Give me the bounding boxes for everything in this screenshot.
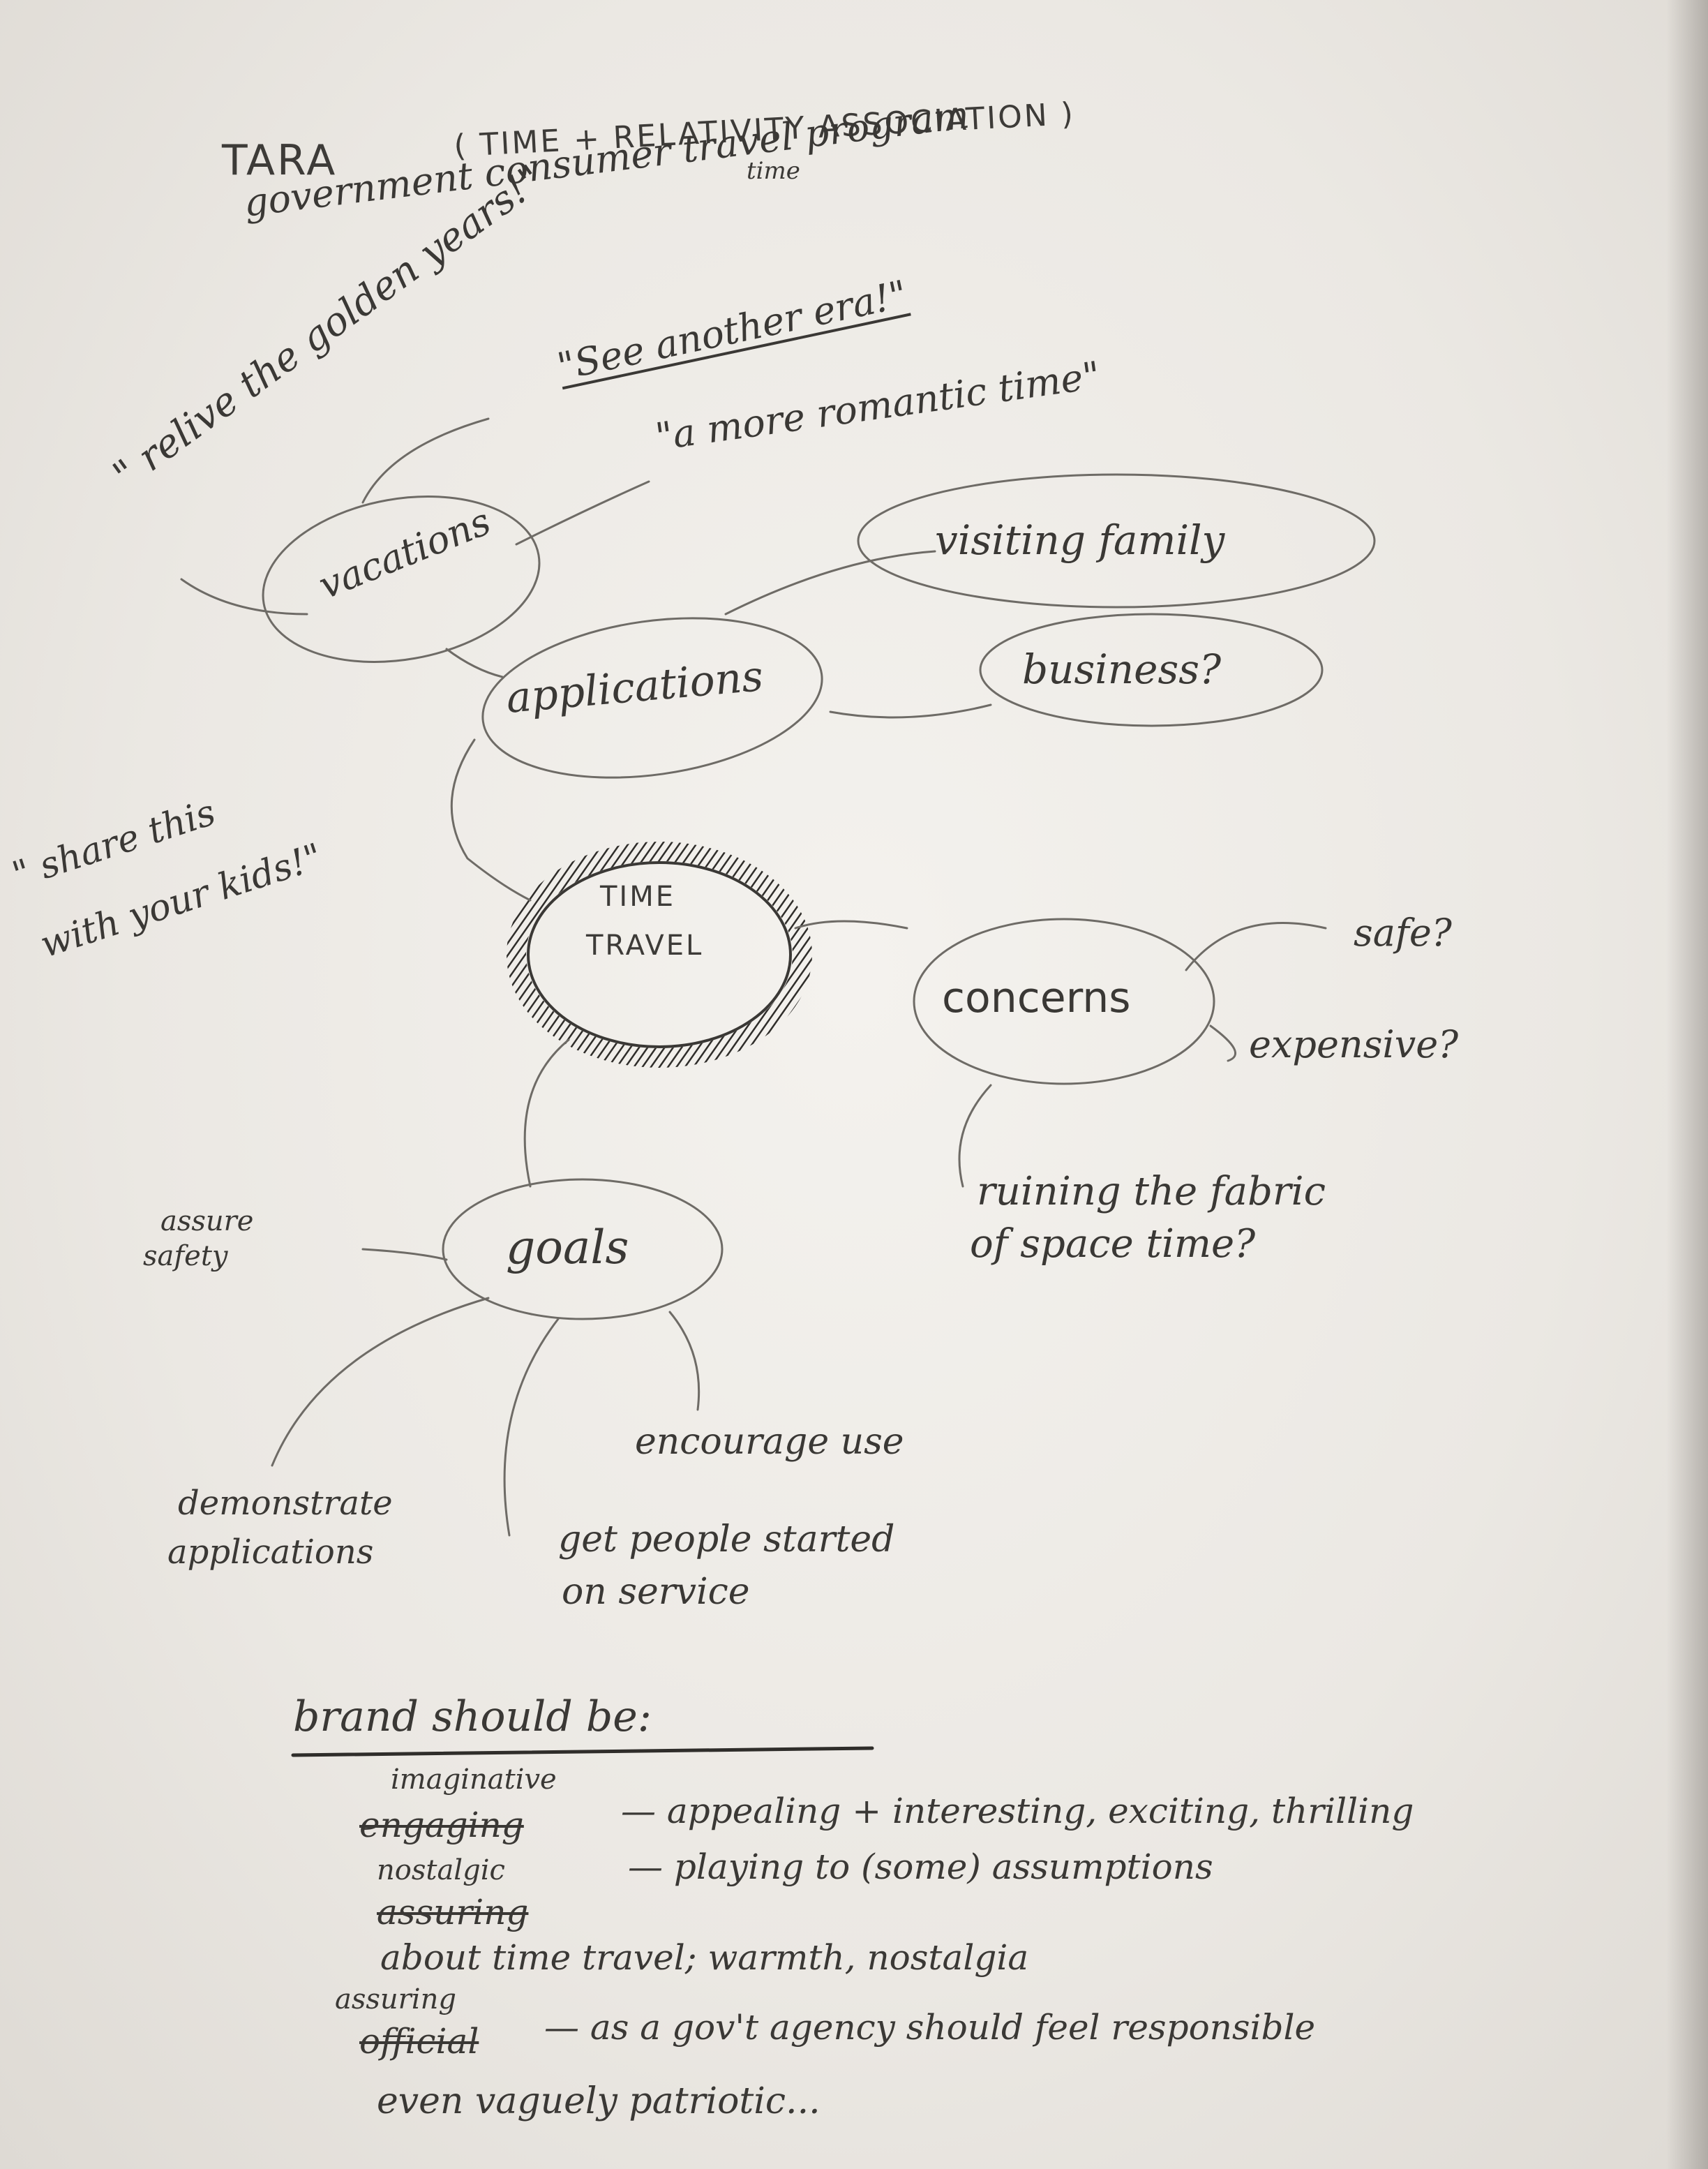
goal-demonstrate-line2: applications [167,1533,374,1572]
concerns-ruining-line [958,1084,992,1188]
brand-row1-text: — appealing + interesting, exciting, thr… [621,1791,1414,1831]
time-travel-inner [527,861,792,1048]
business-bubble [979,613,1324,727]
vacations-swoop-left [180,578,308,616]
concern-ruining-line2: of space time? [970,1221,1256,1267]
brand-heading-underline [291,1746,874,1757]
center-label-line1: TIME [600,881,676,913]
brand-row3-text: about time travel; warmth, nostalgia [380,1937,1029,1978]
concerns-bubble [913,918,1215,1085]
brand-row1-insert: imaginative [391,1764,557,1796]
goal-assure-line2: safety [143,1240,228,1272]
applications-family-line [724,550,936,616]
concern-expensive: expensive? [1249,1022,1459,1066]
center-concerns-line [794,920,908,930]
applications-bubble [481,617,823,779]
goals-label: goals [506,1221,629,1274]
brand-row4-struck: official [359,2021,479,2062]
concern-safe: safe? [1354,911,1452,955]
goals-encourage-line [668,1311,701,1411]
goals-bubble [442,1178,724,1320]
brand-row4-insert: assuring [335,1983,456,2015]
center-label-line2: TRAVEL [586,930,704,962]
brand-heading: brand should be: [293,1692,652,1741]
brand-row2-text: — playing to (some) assumptions [628,1847,1213,1887]
vacations-applications-line [445,648,504,678]
concerns-safe-line [1185,922,1327,971]
brand-row5-text: even vaguely patriotic... [377,2080,821,2122]
brand-row1-struck: engaging [359,1805,524,1845]
applications-center-line [450,738,532,902]
vacations-bubble [262,495,541,663]
goal-assure-line1: assure [160,1205,254,1237]
brand-row4-text: — as a gov't agency should feel responsi… [544,2007,1316,2048]
concern-ruining-line1: ruining the fabric [977,1169,1326,1214]
goals-demonstrate-line [271,1297,490,1467]
brand-row2-struck: assuring [377,1892,529,1932]
visiting-family-bubble [857,473,1376,609]
brand-row2-insert: nostalgic [377,1854,505,1886]
goal-get-people-line1: get people started [558,1519,895,1560]
goal-get-people-line2: on service [562,1571,750,1613]
concerns-expensive-line [1209,1024,1236,1062]
visiting-family-label: visiting family [935,516,1225,564]
applications-business-line [829,703,992,719]
page-edge-shadow [1666,0,1708,2169]
goal-demonstrate-line1: demonstrate [178,1484,393,1523]
center-goals-line [523,1038,570,1188]
business-label: business? [1022,646,1222,693]
goals-get-people-line [503,1318,560,1537]
vacations-swoop-up [361,417,490,504]
concerns-label: concerns [942,974,1131,1022]
time-travel-ring [507,842,812,1068]
goals-assure-line [361,1248,448,1261]
vacations-romantic-line [515,480,650,546]
time-insert-note: time [747,157,800,185]
title-acronym: TARA [222,136,338,185]
goal-encourage-use: encourage use [635,1421,904,1463]
